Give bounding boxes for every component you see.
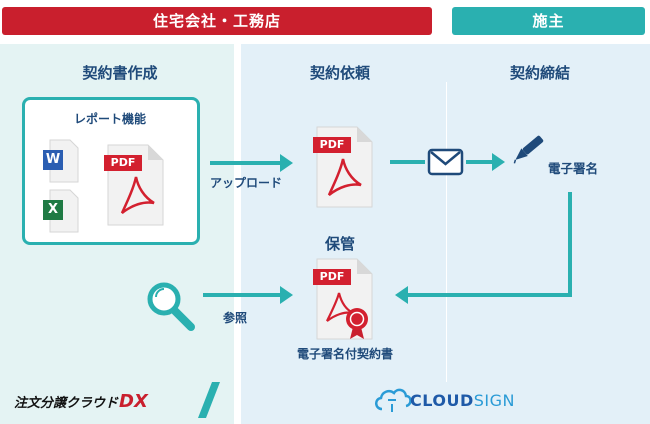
excel-letter: X xyxy=(47,202,59,217)
brand-cloudsign-suffix: SIGN xyxy=(473,391,515,410)
reference-arrow xyxy=(203,286,293,304)
brand-chumon-logo: 注文分譲クラウドDX xyxy=(14,391,148,412)
step-request-heading: 契約依頼 xyxy=(309,64,370,82)
upload-arrow xyxy=(210,154,293,172)
panel-cloudsign xyxy=(241,44,650,424)
dx-slash xyxy=(198,382,220,418)
return-arrow xyxy=(395,192,572,304)
report-pdf-label: PDF xyxy=(110,156,136,169)
divider-line xyxy=(446,82,447,382)
reference-label: 参照 xyxy=(222,311,247,325)
signed-doc-label: 電子署名付契約書 xyxy=(296,347,393,361)
brand-chumon-text: 注文分譲クラウド xyxy=(14,396,119,411)
signature-label: 電子署名 xyxy=(547,161,598,176)
request-pdf-icon xyxy=(312,126,373,208)
request-pdf-label: PDF xyxy=(319,138,345,151)
report-title: レポート機能 xyxy=(73,112,146,126)
signed-pdf-label: PDF xyxy=(319,270,345,283)
step-storage-heading: 保管 xyxy=(324,235,355,253)
cloudsign-logo-icon xyxy=(375,388,412,412)
excel-doc-icon xyxy=(43,189,79,233)
step-conclude-heading: 契約締結 xyxy=(509,64,570,82)
brand-cloudsign-logo: CLOUDSIGN xyxy=(410,391,515,410)
send-arrow xyxy=(390,153,505,171)
brand-dx-text: DX xyxy=(119,391,148,412)
brand-cloudsign-prefix: CLOUD xyxy=(410,391,474,410)
report-pdf-icon xyxy=(103,144,164,226)
header-company: 住宅会社・工務店 xyxy=(2,7,432,35)
upload-label: アップロード xyxy=(209,176,282,190)
word-letter: W xyxy=(45,152,61,167)
signed-pdf-icon xyxy=(312,258,373,340)
magnifier-icon xyxy=(147,282,195,331)
header-owner: 施主 xyxy=(452,7,645,35)
envelope-icon xyxy=(427,148,464,176)
word-doc-icon xyxy=(43,139,79,183)
step-create-heading: 契約書作成 xyxy=(82,64,158,82)
pen-icon xyxy=(513,135,544,164)
